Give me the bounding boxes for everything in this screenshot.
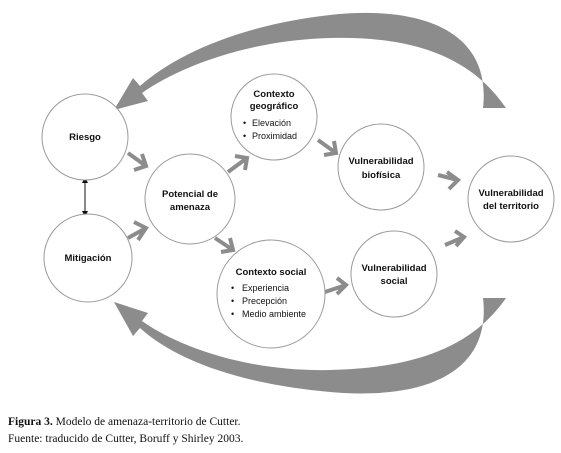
node-vulnerabilidad-social: Vulnerabilidad social [350,230,438,318]
arrow-potencial-geo [226,154,250,174]
node-geo-bullet-glyph-1: • [243,131,246,141]
node-biofisica-line1: Vulnerabilidad [348,156,413,167]
node-potencial-line1: Potencial de [162,189,218,200]
node-geo-line1: Contexto [253,89,294,100]
arrow-mitigacion-potencial [127,220,149,242]
node-vulnerabilidad-biofisica: Vulnerabilidad biofísica [337,123,425,211]
arrow-social-vsocial [324,276,350,296]
top-feedback-arrow [114,12,506,110]
node-social-bullet-glyph-0: • [231,283,234,293]
flow-arrows [126,138,468,296]
node-geo-bullet-glyph-0: • [243,118,246,128]
figure-source: Fuente: traducido de Cutter, Boruff y Sh… [8,433,244,445]
node-territorio-line1: Vulnerabilidad [478,188,543,199]
arrow-vsocial-territorio [444,229,468,248]
node-social-bullet-0: Experiencia [242,283,289,293]
node-social-bullet-glyph-1: • [231,296,234,306]
node-social-bullet-1: Precepción [242,296,287,306]
figure-text: Modelo de amenaza-territorio de Cutter. [52,416,241,428]
node-vulnerabilidad-territorio: Vulnerabilidad del territorio [467,155,555,243]
node-vsocial-line2: social [381,276,408,287]
node-social-line1: Contexto social [236,267,307,278]
node-vsocial-line1: Vulnerabilidad [361,263,426,274]
arrow-biofisica-territorio [437,170,462,191]
arrow-geo-biofisica [316,138,339,157]
node-potencial-amenaza: Potencial de amenaza [144,153,236,245]
node-geo-line2: geográfico [250,101,299,112]
node-mitigacion: Mitigación [43,213,133,303]
figure-caption: Figura 3. Modelo de amenaza-territorio d… [8,414,241,430]
threat-territory-diagram: Riesgo Mitigación Potencial de amenaza C… [41,12,555,394]
node-riesgo: Riesgo [41,93,129,181]
node-contexto-social: Contexto social • Experiencia • Precepci… [216,239,326,349]
arrow-riesgo-potencial [126,151,149,172]
node-mitigacion-label: Mitigación [65,253,112,264]
node-geo-bullet-0: Elevación [252,118,291,128]
node-social-bullet-glyph-2: • [231,309,234,319]
figure-label: Figura 3. [8,416,53,428]
arrow-potencial-social [213,236,236,254]
node-biofisica-line2: biofísica [362,170,401,181]
node-potencial-line2: amenaza [170,202,211,213]
node-territorio-line2: del territorio [483,201,539,212]
node-geo-bullet-1: Proximidad [252,131,297,141]
node-riesgo-label: Riesgo [69,132,101,143]
bottom-feedback-arrow [114,298,506,394]
node-social-bullet-2: Medio ambiente [242,309,306,319]
node-contexto-geografico: Contexto geográfico • Elevación • Proxim… [230,73,318,161]
